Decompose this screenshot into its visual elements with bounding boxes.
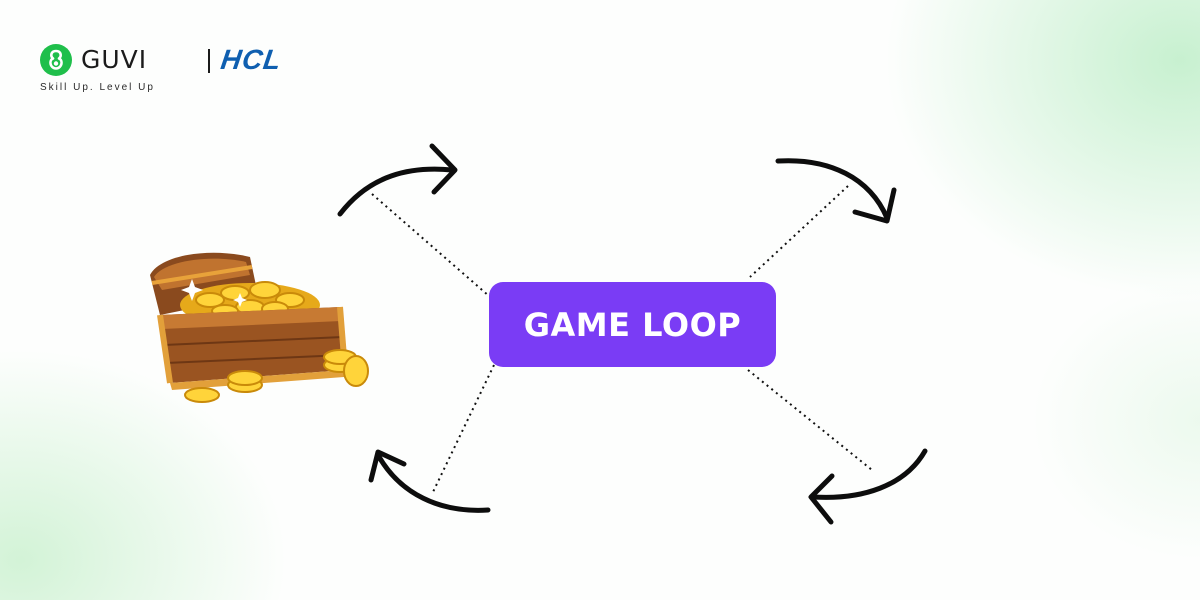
logo-divider xyxy=(208,49,210,73)
game-loop-label: GAME LOOP xyxy=(523,305,742,344)
game-loop-box: GAME LOOP xyxy=(489,282,776,367)
arrow-top-right xyxy=(775,158,897,224)
arrow-top-left xyxy=(337,143,458,217)
guvi-hcl-logo: GUVI HCL Skill Up. Level Up xyxy=(40,44,320,100)
guvi-wordmark: GUVI xyxy=(81,45,148,74)
arrow-bottom-right xyxy=(808,448,928,525)
treasure-chest-icon xyxy=(150,252,369,403)
connector-bottom-left xyxy=(432,364,495,493)
arrow-bottom-left xyxy=(368,449,491,513)
connector-top-left xyxy=(371,193,490,297)
connector-bottom-right xyxy=(747,369,873,471)
tagline: Skill Up. Level Up xyxy=(40,82,155,93)
guvi-logo-icon xyxy=(40,44,72,76)
connector-top-right xyxy=(749,185,849,278)
